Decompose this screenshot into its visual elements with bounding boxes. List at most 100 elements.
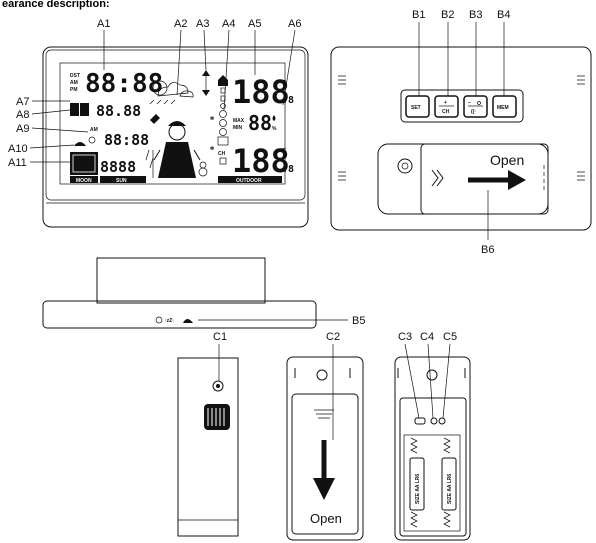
callout-c2: C2 <box>326 331 340 343</box>
callout-b2: B2 <box>441 9 454 21</box>
pm-label: PM <box>70 87 78 93</box>
leader-c4 <box>427 343 434 419</box>
back-housing <box>330 46 592 231</box>
percent-label: % <box>272 126 277 132</box>
minus-icon: − <box>468 100 471 106</box>
minus-button[interactable]: − ((· <box>463 95 488 118</box>
humidity-digits: 88 <box>248 111 272 135</box>
set-button[interactable]: SET <box>405 95 430 118</box>
leader-a3 <box>203 29 207 71</box>
ch-icon <box>217 136 229 146</box>
lcd-screen <box>59 62 286 185</box>
sunrise-icon <box>74 142 86 146</box>
ch-button[interactable]: + CH <box>434 95 459 118</box>
mem-button-body[interactable] <box>492 95 517 118</box>
front-bezel <box>45 49 306 201</box>
indoor-temp-decimal: .8 <box>282 95 294 106</box>
outdoor-indicator <box>219 157 227 165</box>
time-digits-big: 88:88 <box>85 69 163 99</box>
ch-button-label: CH <box>442 109 450 115</box>
outdoor-temp-unit: °F <box>281 148 286 154</box>
max-label: MAX <box>233 118 245 124</box>
leader-c5 <box>442 343 451 419</box>
sensor-open-housing <box>394 356 471 541</box>
outdoor-label: OUTDOOR <box>236 178 262 184</box>
minus-button-body[interactable] <box>463 95 488 118</box>
weatherman-hat <box>168 121 186 126</box>
back-view: SET + CH − ((· MEM B1 B2 B3 B4 <box>330 9 592 256</box>
leader-a8 <box>31 109 71 115</box>
antenna-icon: ((· <box>471 109 476 115</box>
plus-icon: + <box>444 100 447 106</box>
sensor-open-view: SIZE AA LR6 SIZE AA LR6 C3 C4 C5 <box>394 331 471 541</box>
wind-icon <box>150 114 160 124</box>
sensor-grill-slots <box>207 408 225 426</box>
sensor-front-view: C1 <box>177 331 239 537</box>
cloud-icon <box>157 82 189 97</box>
open-arrow-icon <box>508 170 526 190</box>
section-title: earance description: <box>2 0 110 10</box>
callout-a4: A4 <box>222 18 235 30</box>
spring-top-left <box>410 437 418 454</box>
rain-streaks <box>145 149 154 169</box>
snowflake-icon-2: ✻ <box>210 146 214 152</box>
indoor-temp-unit: °F <box>281 80 286 86</box>
unit-button-icon[interactable] <box>438 417 446 425</box>
outdoor-bar <box>218 176 282 183</box>
alarm-tiny-label: AM <box>90 127 98 133</box>
battery-label-right: SIZE AA LR6 <box>447 474 453 504</box>
cloud-small-icon <box>179 90 194 98</box>
weekday-seg-2 <box>80 103 89 116</box>
leader-a10 <box>29 144 75 149</box>
callout-c3: C3 <box>398 331 412 343</box>
front-housing <box>42 46 309 228</box>
callout-a8: A8 <box>16 109 29 121</box>
callout-a7: A7 <box>16 96 29 108</box>
top-view: ·zZ· B5 <box>42 257 365 329</box>
leader-c3 <box>404 343 420 419</box>
sun-bar <box>100 176 146 183</box>
callout-a9: A9 <box>16 123 29 135</box>
top-stand <box>96 257 266 304</box>
channel-switch[interactable] <box>414 417 426 425</box>
callout-c4: C4 <box>420 331 434 343</box>
spring-bottom-right <box>443 511 451 528</box>
reset-button-icon[interactable] <box>430 417 438 425</box>
sensor-led-center <box>216 384 220 388</box>
weatherman-arms <box>153 149 201 161</box>
battery-door[interactable] <box>420 143 549 215</box>
ch-button-body[interactable] <box>434 95 459 118</box>
mem-button-label: MEM <box>497 105 509 111</box>
callout-a6: A6 <box>288 18 301 30</box>
snowman-head <box>199 161 207 169</box>
sensor-battery-door[interactable] <box>291 393 359 535</box>
comfort-face-icon-3 <box>219 128 227 136</box>
snooze-icon: ·zZ· <box>165 318 174 324</box>
callout-a10: A10 <box>8 143 28 155</box>
callout-a1: A1 <box>97 18 110 30</box>
min-label: MIN <box>233 125 243 131</box>
battery-compartment <box>399 397 467 537</box>
date-digits: 88.88 <box>96 102 141 120</box>
mem-button[interactable]: MEM <box>492 95 517 118</box>
moon-phase-icon <box>70 152 98 175</box>
indicator-3 <box>220 103 226 109</box>
snowman-icon <box>198 167 208 177</box>
set-button-body[interactable] <box>405 95 430 118</box>
set-button-label: SET <box>411 105 421 111</box>
indoor-temp-digits: 188 <box>232 73 290 111</box>
backlight-icon[interactable] <box>183 319 193 323</box>
battery-slot-left <box>409 457 425 511</box>
am-label: AM <box>70 80 78 86</box>
pressure-trend-icon <box>202 70 210 96</box>
alarm-dot-icon <box>477 101 481 105</box>
moon-bar <box>70 176 98 183</box>
comfort-face-icon-2 <box>219 119 227 127</box>
sun-digits: 8888 <box>100 158 136 176</box>
weatherman-coat <box>158 142 196 178</box>
alarm-digits: 88:88 <box>104 131 149 149</box>
callout-a2: A2 <box>174 18 187 30</box>
moon-phase-inner <box>72 154 96 173</box>
vent-right <box>577 75 585 181</box>
